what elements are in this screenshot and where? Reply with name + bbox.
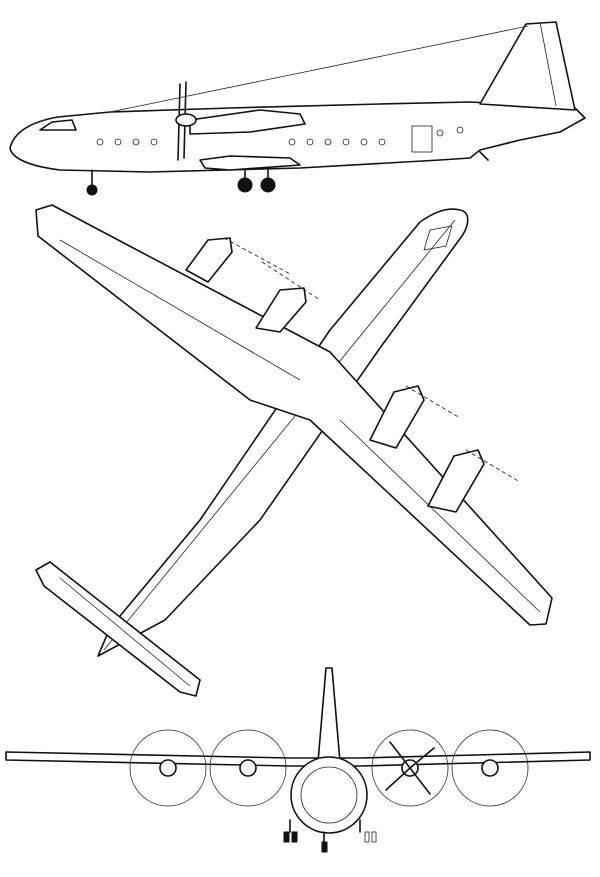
top-wing-flap-line-left bbox=[59, 239, 301, 381]
top-fuselage-centerline bbox=[103, 219, 456, 651]
top-cockpit-detail bbox=[423, 225, 453, 251]
side-lower-nacelle bbox=[199, 155, 301, 171]
top-wing-flap-line-right bbox=[339, 419, 541, 613]
side-antenna-wire bbox=[109, 25, 529, 113]
side-fuselage bbox=[9, 101, 586, 173]
side-vertical-tail bbox=[479, 21, 576, 111]
side-view bbox=[9, 21, 586, 196]
top-tail-elevator-line bbox=[59, 577, 191, 687]
side-tail-rudder-line bbox=[539, 21, 557, 107]
front-fuselage-inner bbox=[300, 766, 358, 824]
side-tail-skid bbox=[479, 151, 489, 161]
side-wing-nacelle bbox=[189, 109, 306, 135]
front-vertical-tail bbox=[317, 667, 341, 763]
top-nacelles bbox=[185, 237, 485, 513]
side-spinner bbox=[175, 113, 197, 127]
front-fuselage bbox=[290, 756, 368, 834]
side-landing-gear bbox=[86, 169, 276, 196]
front-prop-blades bbox=[385, 741, 435, 795]
top-view bbox=[35, 204, 553, 697]
top-prop-axes bbox=[223, 237, 521, 483]
front-view bbox=[5, 667, 591, 853]
top-wing bbox=[35, 204, 553, 626]
top-horizontal-tail bbox=[35, 561, 201, 697]
side-cockpit-windows bbox=[39, 119, 77, 131]
front-wing bbox=[5, 751, 591, 767]
front-landing-gear bbox=[283, 819, 377, 853]
side-window-row bbox=[96, 126, 464, 146]
side-cargo-door bbox=[411, 125, 433, 153]
front-propeller-discs bbox=[129, 729, 529, 807]
